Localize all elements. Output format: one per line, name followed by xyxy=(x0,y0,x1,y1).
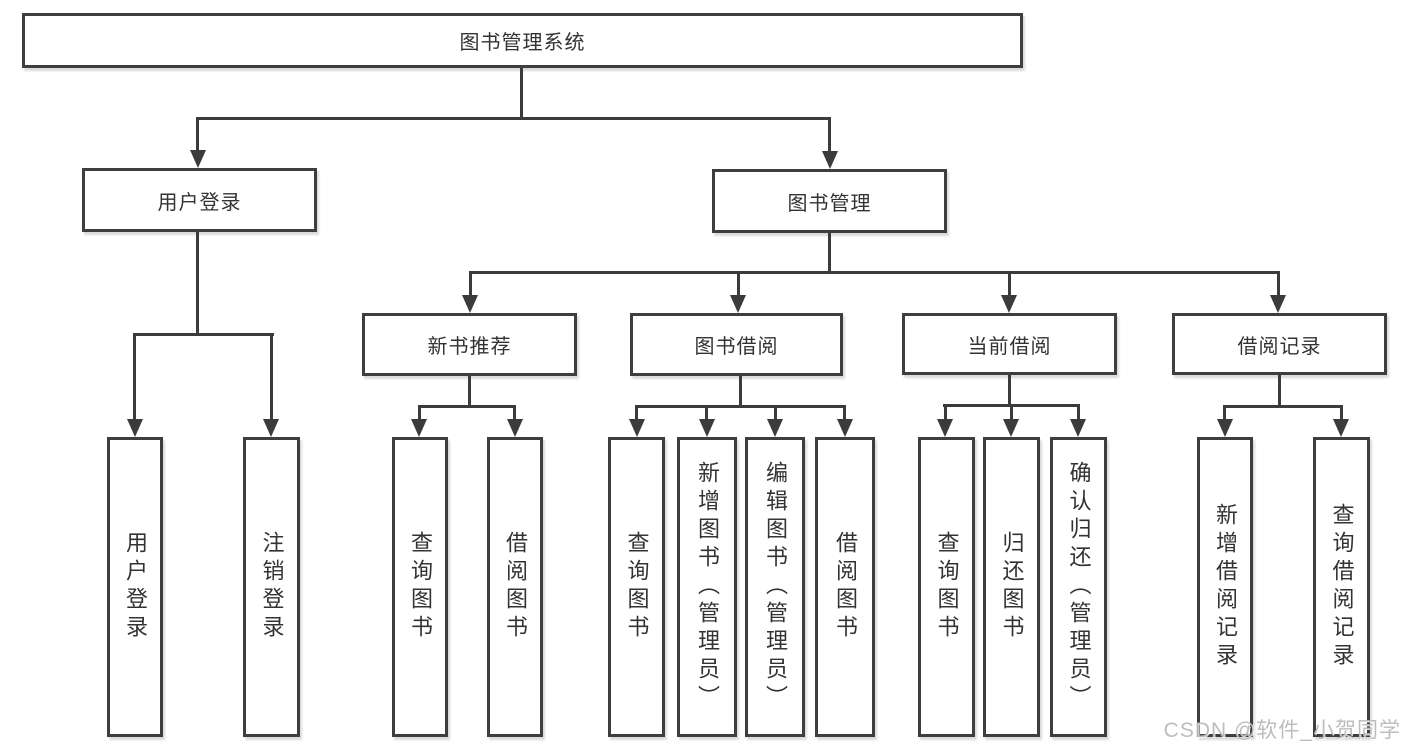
leaf-label: 确认归还（管理员） xyxy=(1066,461,1092,713)
node-label: 当前借阅 xyxy=(967,335,1052,358)
arrowhead-down-icon xyxy=(1333,419,1349,437)
connector-line xyxy=(1077,404,1080,419)
connector-line xyxy=(469,271,472,295)
connector-line xyxy=(197,117,831,120)
node-library-management-system: 图书管理系统 xyxy=(22,13,1023,68)
connector-line xyxy=(1277,271,1280,295)
leaf-edit-books-admin: 编辑图书（管理员） xyxy=(745,437,805,737)
node-label: 图书管理系统 xyxy=(459,32,586,54)
arrowhead-down-icon xyxy=(1217,419,1233,437)
arrowhead-down-icon xyxy=(190,150,206,168)
node-book-management: 图书管理 xyxy=(712,169,947,233)
arrowhead-down-icon xyxy=(127,419,143,437)
connector-line xyxy=(1008,271,1011,295)
leaf-label: 查询借阅记录 xyxy=(1329,503,1355,671)
leaf-user-login: 用户登录 xyxy=(107,437,163,737)
connector-line xyxy=(133,333,136,419)
connector-line xyxy=(469,271,1280,274)
leaf-query-books-current: 查询图书 xyxy=(918,437,975,737)
connector-line xyxy=(418,405,421,419)
leaf-label: 新增借阅记录 xyxy=(1213,503,1238,671)
connector-line xyxy=(1223,405,1342,408)
arrowhead-down-icon xyxy=(1070,419,1086,437)
node-current-borrow: 当前借阅 xyxy=(902,313,1117,375)
node-new-book-recommend: 新书推荐 xyxy=(362,313,577,376)
node-label: 图书借阅 xyxy=(694,336,779,358)
connector-line xyxy=(1008,375,1011,407)
arrowhead-down-icon xyxy=(507,419,523,437)
node-label: 用户登录 xyxy=(157,191,242,214)
arrowhead-down-icon xyxy=(1003,419,1019,437)
leaf-query-borrow-record: 查询借阅记录 xyxy=(1313,437,1370,737)
leaf-label: 归还图书 xyxy=(999,531,1025,643)
arrowhead-down-icon xyxy=(629,419,645,437)
connector-line xyxy=(944,404,947,419)
node-user-login: 用户登录 xyxy=(82,168,317,232)
leaf-label: 借阅图书 xyxy=(503,531,528,643)
connector-line xyxy=(828,233,831,274)
leaf-label: 查询图书 xyxy=(934,531,960,643)
node-label: 借阅记录 xyxy=(1237,335,1322,358)
leaf-add-books-admin: 新增图书（管理员） xyxy=(677,437,737,737)
connector-line xyxy=(828,117,831,152)
leaf-return-books: 归还图书 xyxy=(983,437,1040,737)
csdn-watermark: CSDN @软件_小贺同学 xyxy=(1163,719,1401,742)
leaf-label: 借阅图书 xyxy=(833,531,858,643)
connector-line xyxy=(520,68,523,118)
node-book-borrow: 图书借阅 xyxy=(630,313,843,376)
connector-line xyxy=(739,376,742,408)
leaf-borrow-books-recommend: 借阅图书 xyxy=(487,437,543,737)
connector-line xyxy=(1223,405,1226,419)
connector-line xyxy=(774,405,777,419)
leaf-label: 查询图书 xyxy=(624,531,650,643)
node-label: 图书管理 xyxy=(787,192,872,215)
leaf-label: 注销登录 xyxy=(259,531,285,643)
leaf-label: 新增图书（管理员） xyxy=(695,461,720,713)
leaf-logout-login: 注销登录 xyxy=(243,437,300,737)
arrowhead-down-icon xyxy=(462,295,478,313)
connector-line xyxy=(270,333,273,419)
arrowhead-down-icon xyxy=(699,419,715,437)
connector-line xyxy=(468,376,471,408)
arrowhead-down-icon xyxy=(263,419,279,437)
node-label: 新书推荐 xyxy=(427,336,512,358)
connector-line xyxy=(513,405,516,419)
leaf-confirm-return-admin: 确认归还（管理员） xyxy=(1050,437,1107,737)
arrowhead-down-icon xyxy=(937,419,953,437)
connector-line xyxy=(196,232,199,336)
connector-line xyxy=(843,405,846,419)
connector-line xyxy=(737,271,740,295)
leaf-query-books-recommend: 查询图书 xyxy=(392,437,448,737)
connector-line xyxy=(705,405,708,419)
leaf-label: 查询图书 xyxy=(408,531,433,643)
connector-line xyxy=(418,405,516,408)
connector-line xyxy=(636,405,846,408)
connector-line xyxy=(1340,405,1343,419)
arrowhead-down-icon xyxy=(411,419,427,437)
connector-line xyxy=(1278,375,1281,408)
arrowhead-down-icon xyxy=(1001,295,1017,313)
connector-line xyxy=(134,333,274,336)
connector-line xyxy=(635,405,638,419)
leaf-label: 用户登录 xyxy=(123,531,148,643)
leaf-label: 编辑图书（管理员） xyxy=(763,461,788,713)
arrowhead-down-icon xyxy=(837,419,853,437)
leaf-query-books-borrow: 查询图书 xyxy=(608,437,665,737)
arrowhead-down-icon xyxy=(822,151,838,169)
connector-line xyxy=(1010,404,1013,419)
arrowhead-down-icon xyxy=(1270,295,1286,313)
node-borrow-records: 借阅记录 xyxy=(1172,313,1387,375)
leaf-borrow-books: 借阅图书 xyxy=(815,437,875,737)
leaf-add-borrow-record: 新增借阅记录 xyxy=(1197,437,1253,737)
connector-line xyxy=(196,117,199,152)
arrowhead-down-icon xyxy=(730,295,746,313)
arrowhead-down-icon xyxy=(767,419,783,437)
